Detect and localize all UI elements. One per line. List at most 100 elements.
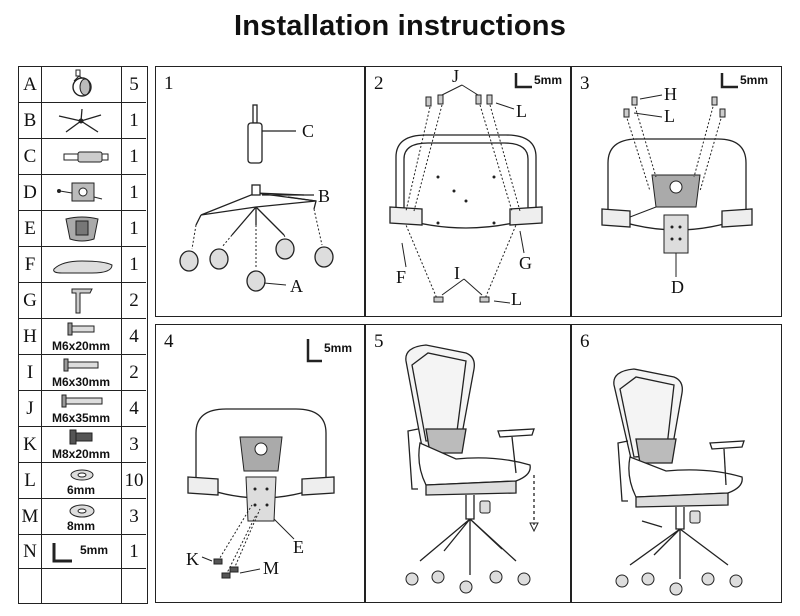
part-size-label: M6x35mm xyxy=(51,411,111,425)
part-count: 1 xyxy=(129,109,139,131)
parts-list: A 5 B 1 C 1 D 1 E 1 F xyxy=(18,66,148,604)
label-m: M xyxy=(263,558,280,578)
label-b: B xyxy=(318,186,331,206)
caster-wheel-icon xyxy=(42,67,120,102)
part-row-l: L 6mm 10 xyxy=(19,463,146,499)
part-letter: A xyxy=(23,73,37,95)
part-row-b: B 1 xyxy=(19,103,146,139)
part-count: 2 xyxy=(129,361,139,383)
page-title: Installation instructions xyxy=(233,10,567,42)
step-number: 3 xyxy=(580,73,590,94)
part-letter: I xyxy=(26,361,34,383)
tilt-mechanism-icon xyxy=(42,175,120,210)
part-row-g: G 2 xyxy=(19,283,146,319)
back-bracket-icon xyxy=(42,211,120,246)
step-1-panel: 1 C xyxy=(155,66,365,317)
step-number: 1 xyxy=(164,73,174,94)
label-k: K xyxy=(186,549,199,569)
part-row-h: H M6x20mm 4 xyxy=(19,319,146,355)
part-count: 1 xyxy=(129,217,139,239)
label-i: I xyxy=(454,263,460,283)
part-row-m: M 8mm 3 xyxy=(19,499,146,535)
seat-cushion-icon xyxy=(42,247,120,282)
part-letter: M xyxy=(21,505,39,527)
step-3-panel: 3 5mm H L D xyxy=(571,66,782,317)
part-count: 3 xyxy=(129,505,139,527)
label-d: D xyxy=(671,277,684,297)
screw-icon xyxy=(42,427,120,462)
part-size-label: 8mm xyxy=(66,519,95,533)
part-row-a: A 5 xyxy=(19,67,146,103)
screw-icon xyxy=(42,319,120,354)
part-count: 2 xyxy=(129,289,139,311)
part-letter: N xyxy=(23,540,37,562)
part-size-label: M6x20mm xyxy=(51,339,111,353)
label-a: A xyxy=(290,276,303,296)
screw-icon xyxy=(42,355,120,390)
part-letter: L xyxy=(24,469,36,491)
label-h: H xyxy=(664,84,677,104)
part-letter: H xyxy=(23,325,37,347)
allen-wrench-icon: 5mm xyxy=(42,535,120,568)
washer-icon xyxy=(42,463,120,498)
chair-assembly-illustration xyxy=(405,344,539,594)
step-2-panel: 2 5mm J xyxy=(365,66,571,317)
step-4-panel: 4 5mm E K M xyxy=(155,324,365,603)
part-row-k: K M8x20mm 3 xyxy=(19,427,146,463)
allen-wrench-size: 5mm xyxy=(80,543,109,557)
allen-wrench-size: 5mm xyxy=(740,73,769,87)
part-letter: D xyxy=(23,181,37,203)
label-j: J xyxy=(452,66,460,86)
step-number: 6 xyxy=(580,331,590,352)
part-row-empty xyxy=(19,569,146,603)
armrest-icon xyxy=(42,283,120,318)
part-count: 3 xyxy=(129,433,139,455)
parts-divider xyxy=(41,67,42,603)
label-g: G xyxy=(519,253,532,273)
part-row-j: J M6x35mm 4 xyxy=(19,391,146,427)
step-number: 5 xyxy=(374,331,384,352)
part-row-i: I M6x30mm 2 xyxy=(19,355,146,391)
part-count: 5 xyxy=(129,73,139,95)
part-letter: K xyxy=(23,433,37,455)
five-star-base-icon xyxy=(42,103,120,138)
seat-bracket-illustration xyxy=(389,73,543,304)
washer-icon xyxy=(42,499,120,534)
part-letter: B xyxy=(23,109,37,131)
part-count: 1 xyxy=(129,540,139,562)
part-size-label: M8x20mm xyxy=(51,447,111,461)
screw-icon xyxy=(42,391,120,426)
part-count: 1 xyxy=(129,181,139,203)
part-count: 4 xyxy=(129,397,139,419)
gas-cylinder-icon xyxy=(42,139,120,174)
part-letter: G xyxy=(23,289,37,311)
finished-chair-illustration xyxy=(613,368,745,596)
part-letter: J xyxy=(26,397,34,419)
part-count: 4 xyxy=(129,325,139,347)
part-count: 1 xyxy=(129,253,139,275)
part-count: 1 xyxy=(129,145,139,167)
step-6-panel: 6 xyxy=(571,324,782,603)
label-l: L xyxy=(511,289,522,309)
part-row-f: F 1 xyxy=(19,247,146,283)
part-row-n: N 5mm 1 xyxy=(19,535,146,569)
step-number: 4 xyxy=(164,331,174,352)
base-assembly-illustration xyxy=(179,104,334,292)
label-l: L xyxy=(516,101,527,121)
part-row-d: D 1 xyxy=(19,175,146,211)
part-count: 10 xyxy=(124,469,144,491)
parts-divider xyxy=(121,67,122,603)
part-size-label: 6mm xyxy=(66,483,95,497)
part-size-label: M6x30mm xyxy=(51,375,111,389)
part-letter: C xyxy=(23,145,37,167)
mechanism-install-illustration xyxy=(601,73,753,277)
part-row-c: C 1 xyxy=(19,139,146,175)
allen-wrench-size: 5mm xyxy=(324,341,353,355)
label-f: F xyxy=(396,267,407,287)
allen-wrench-size: 5mm xyxy=(534,73,563,87)
label-e: E xyxy=(293,537,304,557)
step-5-panel: 5 xyxy=(365,324,571,603)
label-c: C xyxy=(302,121,315,141)
part-row-e: E 1 xyxy=(19,211,146,247)
backrest-install-illustration xyxy=(187,339,335,579)
